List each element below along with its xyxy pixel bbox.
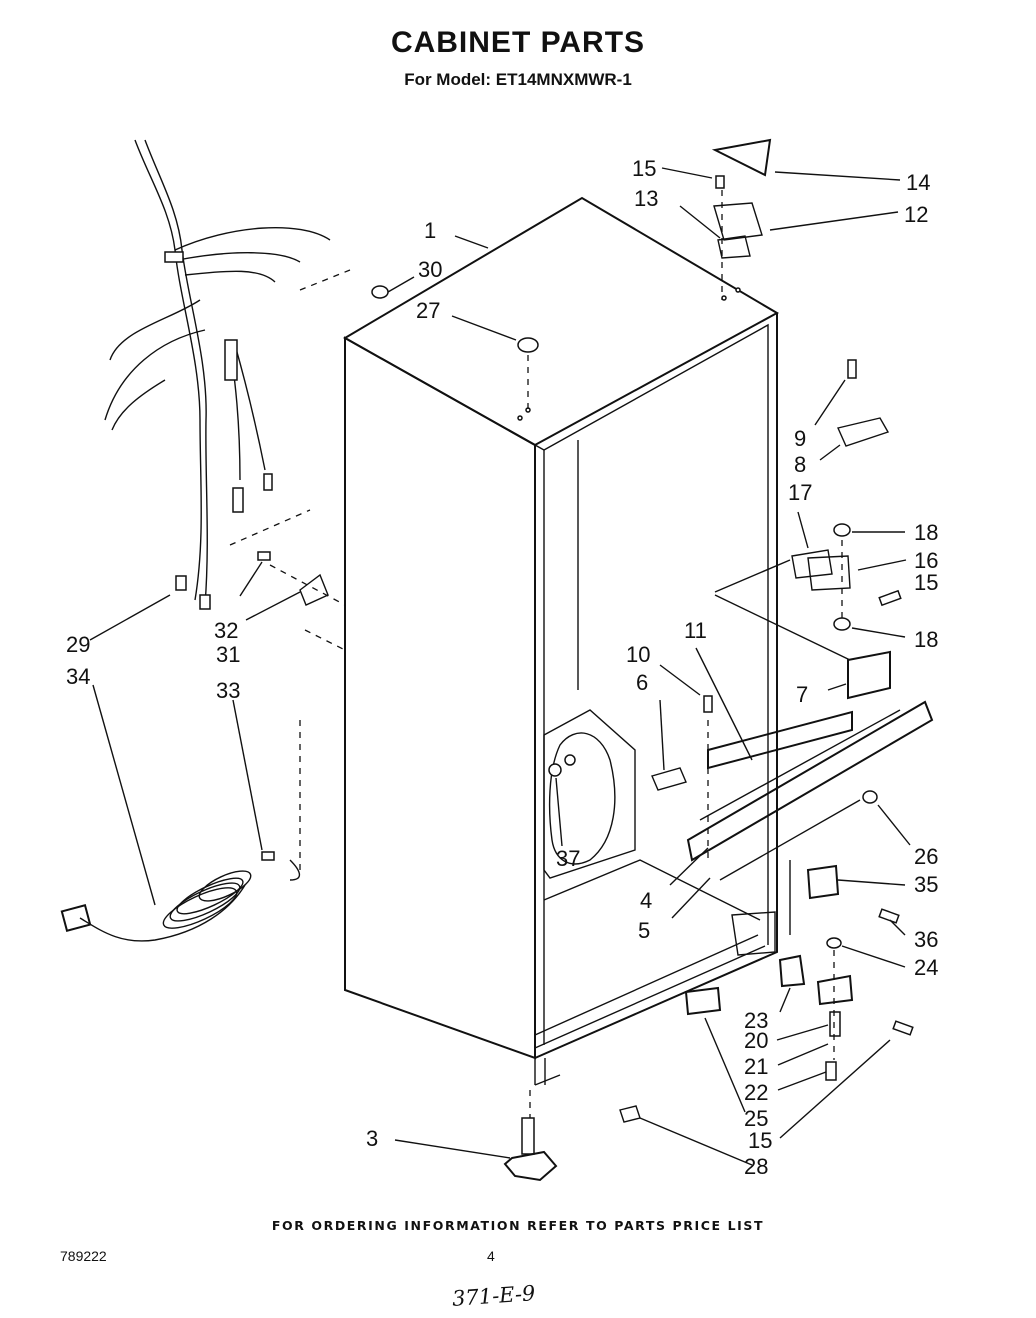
callout-labels: 1 3 4 5 6 7 8 9 10 11 12 13 14 15 15 15 … — [66, 156, 938, 1179]
callout-6: 6 — [636, 670, 648, 695]
callout-22: 22 — [744, 1080, 768, 1105]
callout-4: 4 — [640, 888, 652, 913]
callout-10: 10 — [626, 642, 650, 667]
callout-3: 3 — [366, 1126, 378, 1151]
callout-1: 1 — [424, 218, 436, 243]
drain-cavity-part-37 — [543, 709, 636, 879]
callout-32: 32 — [214, 618, 238, 643]
callout-8: 8 — [794, 452, 806, 477]
callout-16: 16 — [914, 548, 938, 573]
callout-33: 33 — [216, 678, 240, 703]
small-hardware-parts — [651, 695, 900, 935]
door-stop-parts-8-9 — [837, 359, 890, 447]
callout-26: 26 — [914, 844, 938, 869]
center-hinge-assembly — [714, 523, 902, 661]
callout-17: 17 — [788, 480, 812, 505]
callout-9: 9 — [794, 426, 806, 451]
page-number: 4 — [487, 1248, 495, 1264]
callout-11: 11 — [684, 618, 707, 643]
callout-36: 36 — [914, 927, 938, 952]
callout-28: 28 — [744, 1154, 768, 1179]
callout-15-top: 15 — [632, 156, 656, 181]
leveling-leg-part-3 — [503, 1117, 558, 1182]
callout-14: 14 — [906, 170, 930, 195]
page-title: CABINET PARTS — [390, 26, 646, 59]
callout-23: 23 — [744, 1008, 768, 1033]
callout-leaders — [89, 167, 911, 1166]
callout-24: 24 — [914, 955, 938, 980]
callout-12: 12 — [904, 202, 928, 227]
callout-35: 35 — [914, 872, 938, 897]
bottom-hinge-assembly — [619, 911, 914, 1123]
model-line: For Model: ET14MNXMWR-1 — [404, 70, 632, 89]
callout-15-bottom: 15 — [748, 1128, 772, 1153]
callout-18-lower: 18 — [914, 627, 938, 652]
top-hinge-assembly — [711, 138, 772, 300]
plug-parts-27-30 — [371, 285, 539, 412]
ordering-note: FOR ORDERING INFORMATION REFER TO PARTS … — [271, 1218, 765, 1233]
callout-34: 34 — [66, 664, 90, 689]
callout-30: 30 — [418, 257, 442, 282]
callout-18-upper: 18 — [914, 520, 938, 545]
document-number: 789222 — [60, 1248, 107, 1264]
callout-20: 20 — [744, 1028, 768, 1053]
callout-29: 29 — [66, 632, 90, 657]
callout-7: 7 — [796, 682, 808, 707]
callout-31: 31 — [216, 642, 240, 667]
cabinet-illustration — [299, 196, 780, 1150]
callout-25: 25 — [744, 1106, 768, 1131]
callout-27: 27 — [416, 298, 440, 323]
clip-parts-31-32 — [257, 551, 346, 651]
wire-harness-part-29 — [104, 139, 331, 610]
power-cord-part-34 — [60, 720, 301, 942]
callout-21: 21 — [744, 1054, 768, 1079]
callout-15-center: 15 — [914, 570, 938, 595]
callout-5: 5 — [638, 918, 650, 943]
callout-13: 13 — [634, 186, 658, 211]
callout-37: 37 — [556, 846, 580, 871]
